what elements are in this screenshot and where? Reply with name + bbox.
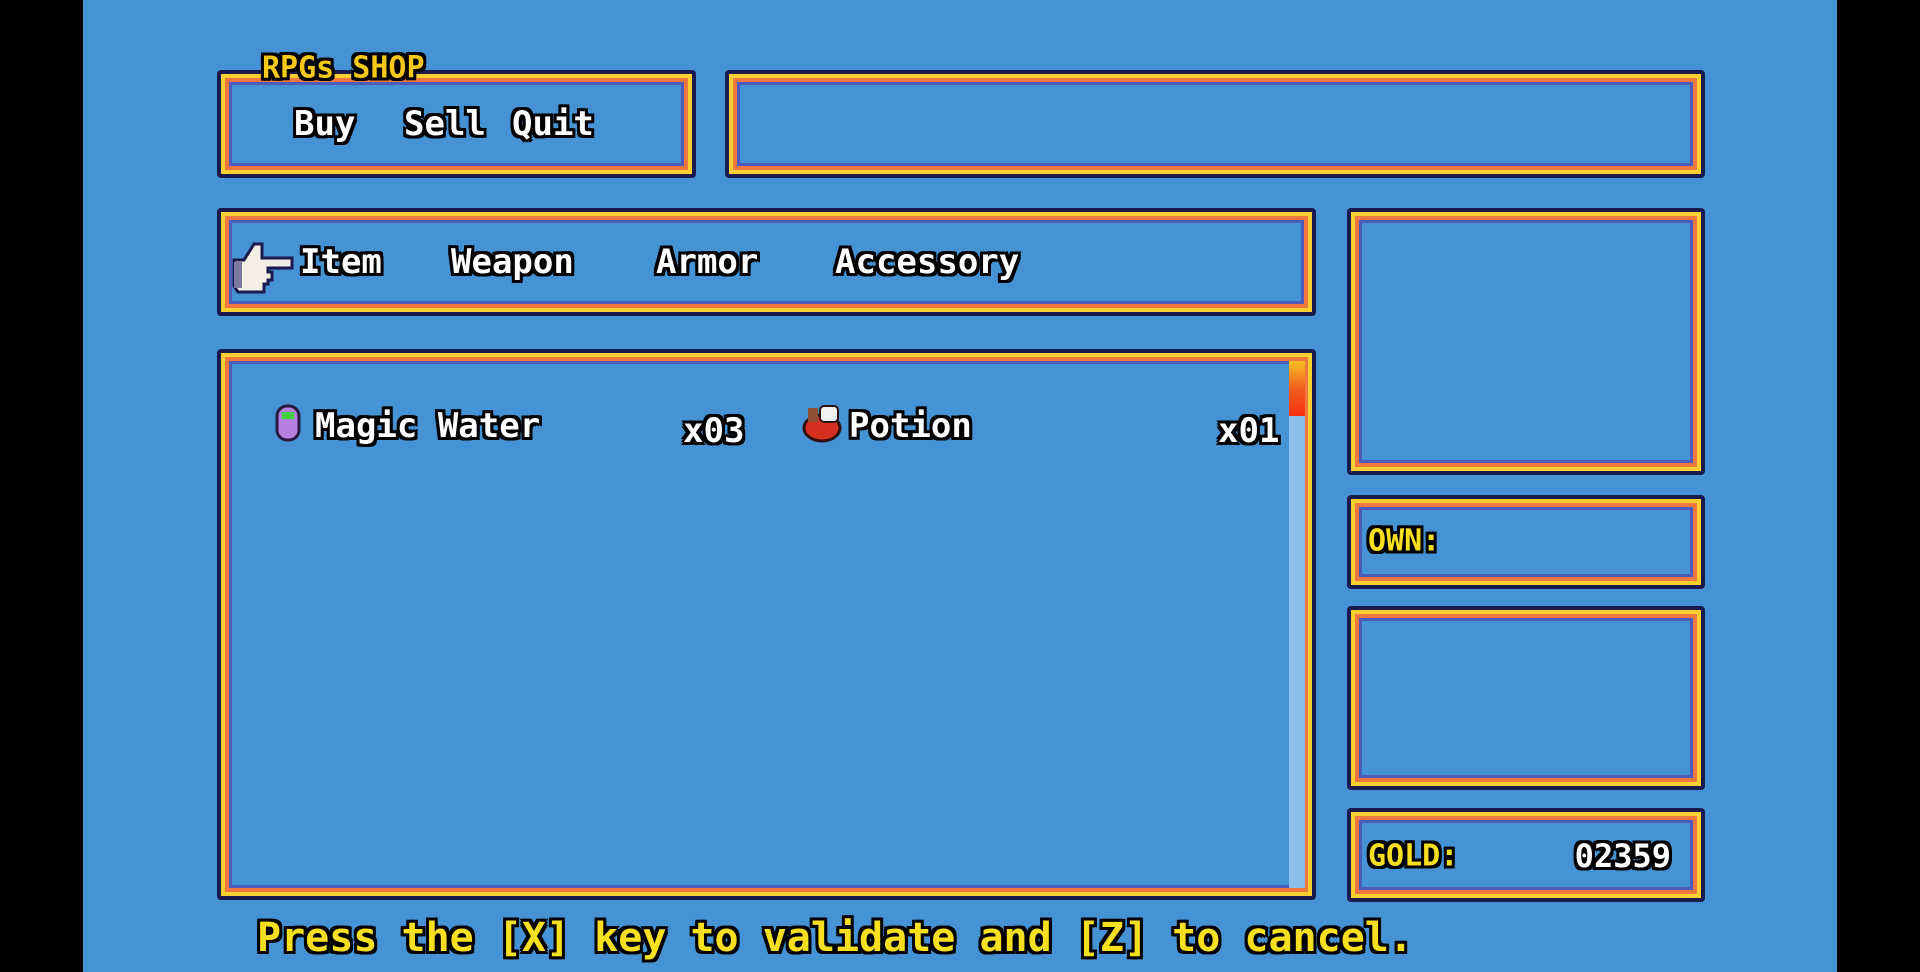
category-item[interactable]: Item	[300, 242, 382, 282]
stats-window	[1347, 606, 1705, 790]
own-label: OWN:	[1368, 523, 1441, 559]
gold-window	[1347, 808, 1705, 902]
buy-command[interactable]: Buy	[294, 104, 356, 144]
sell-command[interactable]: Sell	[404, 104, 486, 144]
category-armor[interactable]: Armor	[656, 242, 759, 282]
footer-instructions: Press the [X] key to validate and [Z] to…	[257, 915, 1413, 961]
category-window	[217, 208, 1316, 316]
quit-command[interactable]: Quit	[512, 104, 594, 144]
magic-water-icon	[275, 404, 301, 442]
scrollbar[interactable]	[1289, 361, 1305, 888]
item-name: Potion	[849, 406, 972, 446]
category-weapon[interactable]: Weapon	[451, 242, 574, 282]
shop-title: RPGs SHOP	[262, 50, 425, 86]
category-accessory[interactable]: Accessory	[835, 242, 1020, 282]
potion-icon	[802, 405, 842, 443]
item-quantity: x03	[683, 411, 745, 451]
own-window	[1347, 495, 1705, 589]
item-list-window	[217, 349, 1316, 900]
item-name: Magic Water	[315, 406, 541, 446]
pointing-hand-cursor-icon	[232, 242, 294, 294]
help-window	[725, 70, 1705, 178]
item-quantity: x01	[1218, 411, 1280, 451]
command-window	[217, 70, 696, 178]
item-detail-window	[1347, 208, 1705, 475]
gold-value: 02359	[1574, 837, 1671, 875]
scrollbar-thumb[interactable]	[1289, 361, 1305, 416]
gold-label: GOLD:	[1368, 838, 1459, 874]
